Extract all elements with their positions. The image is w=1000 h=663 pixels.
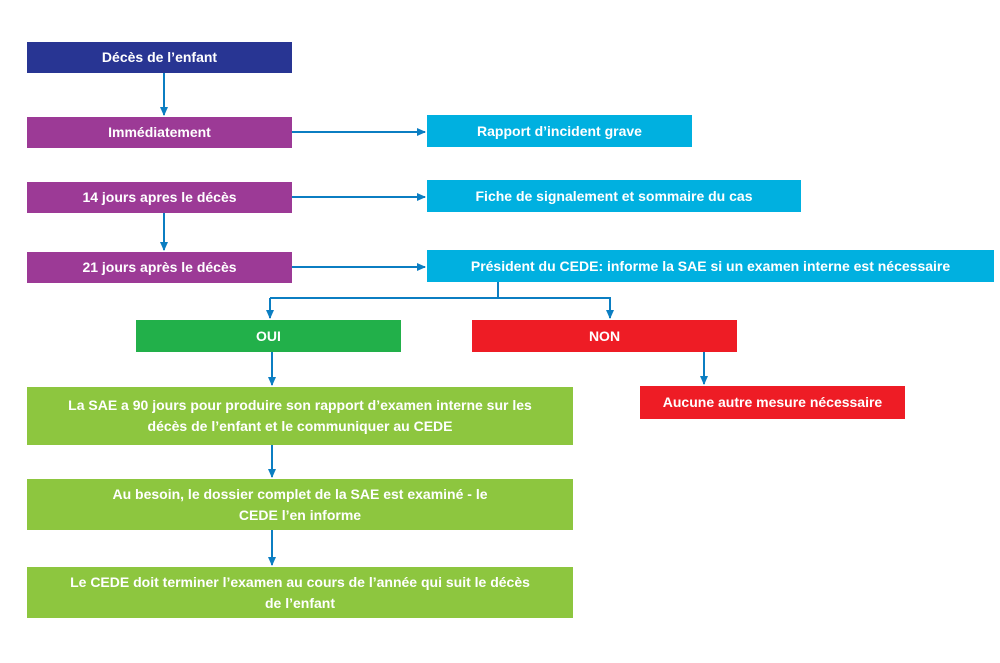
box-cede-terminer: Le CEDE doit terminer l’examen au cours … <box>27 567 573 618</box>
box-sae-90-jours: La SAE a 90 jours pour produire son rapp… <box>27 387 573 445</box>
box-rapport-incident: Rapport d’incident grave <box>427 115 692 147</box>
box-14-jours-label: 14 jours apres le décès <box>82 189 237 205</box>
box-21-jours: 21 jours après le décès <box>27 252 292 283</box>
box-14-jours: 14 jours apres le décès <box>27 182 292 213</box>
box-non: NON <box>472 320 737 352</box>
box-deces-label: Décès de l’enfant <box>101 49 218 65</box>
box-sae-line-2: décès de l’enfant et le communiquer au C… <box>147 418 453 434</box>
box-president-cede: Président du CEDE: informe la SAE si un … <box>427 250 994 282</box>
box-deces-enfant: Décès de l’enfant <box>27 42 292 73</box>
box-au-besoin: Au besoin, le dossier complet de la SAE … <box>27 479 573 530</box>
box-fiche-signalement: Fiche de signalement et sommaire du cas <box>427 180 801 212</box>
box-president-label: Président du CEDE: informe la SAE si un … <box>470 257 951 274</box>
box-fiche-label: Fiche de signalement et sommaire du cas <box>475 187 753 204</box>
box-rapport-label: Rapport d’incident grave <box>477 122 642 139</box>
box-immediatement: Immédiatement <box>27 117 292 148</box>
box-oui-label: OUI <box>256 327 281 344</box>
box-aucune-label: Aucune autre mesure nécessaire <box>662 394 883 410</box>
box-besoin-line-2: CEDE l’en informe <box>238 506 362 523</box>
branch-connector <box>270 282 499 299</box>
box-oui: OUI <box>136 320 401 352</box>
box-final-line-2: de l’enfant <box>264 594 335 611</box>
box-sae-line-1: La SAE a 90 jours pour produire son rapp… <box>68 397 532 413</box>
box-besoin-line-1: Au besoin, le dossier complet de la SAE … <box>112 485 488 502</box>
box-21-jours-label: 21 jours après le décès <box>82 259 237 275</box>
branch-connector-non <box>498 297 614 319</box>
box-final-line-1: Le CEDE doit terminer l’examen au cours … <box>70 573 530 590</box>
box-immediatement-label: Immédiatement <box>108 124 211 140</box>
box-aucune-mesure: Aucune autre mesure nécessaire <box>640 386 905 419</box>
box-non-label: NON <box>588 327 621 344</box>
